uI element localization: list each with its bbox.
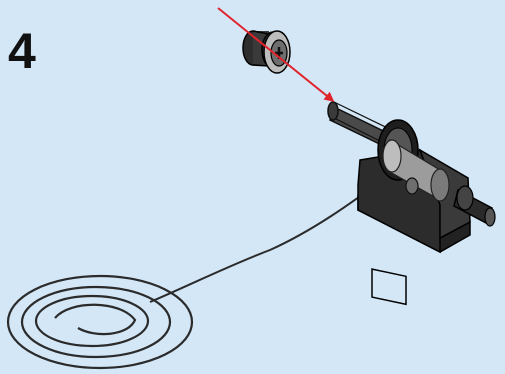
bushing-icon — [243, 31, 290, 73]
string-coil-icon — [8, 162, 410, 368]
crank-stand-icon — [358, 120, 495, 304]
insert-arrow-icon — [218, 8, 332, 100]
